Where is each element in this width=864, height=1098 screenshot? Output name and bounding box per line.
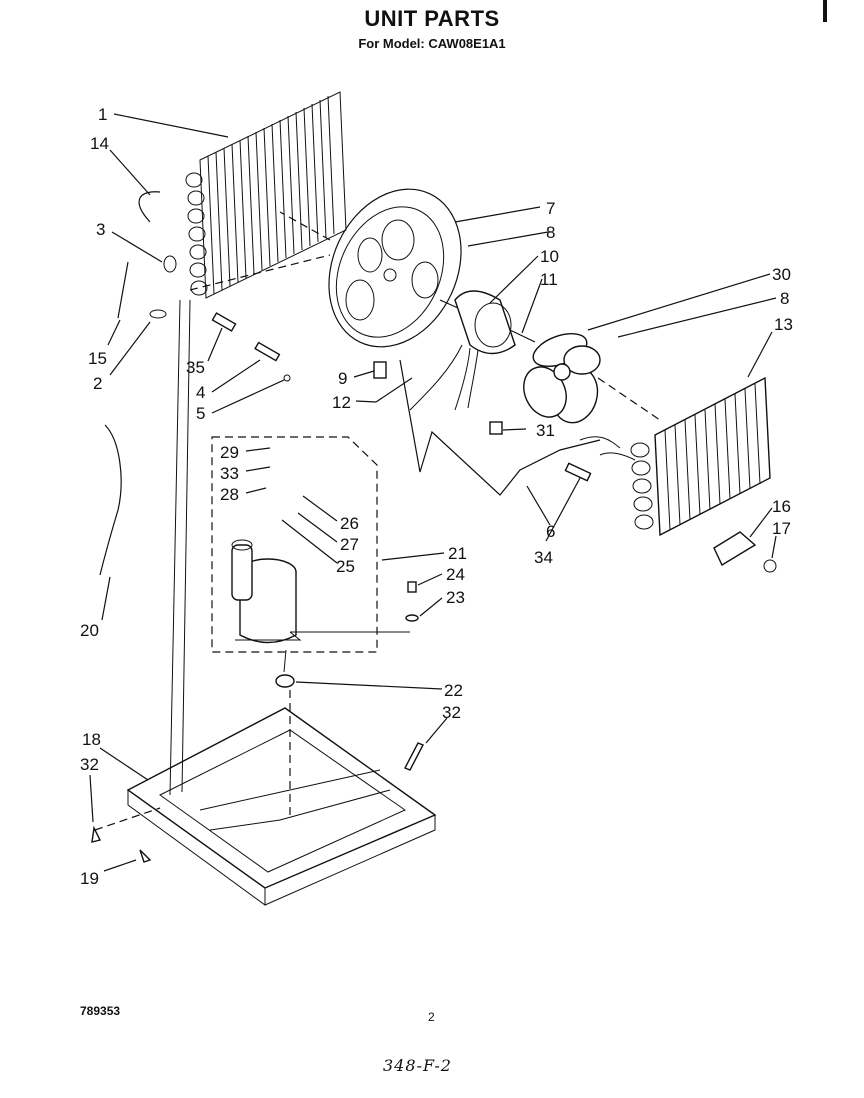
fan-shroud <box>328 188 462 348</box>
callout-29: 29 <box>220 443 239 462</box>
callout-35: 35 <box>186 358 205 377</box>
callout-1: 1 <box>98 105 107 124</box>
callout-6: 6 <box>546 522 555 541</box>
page-number: 2 <box>428 1010 435 1024</box>
callout-15: 15 <box>88 349 107 368</box>
callout-32-right: 32 <box>442 703 461 722</box>
callout-23: 23 <box>446 588 465 607</box>
callout-4: 4 <box>196 383 205 402</box>
page-title: UNIT PARTS <box>364 6 500 31</box>
callout-32-left: 32 <box>80 755 99 774</box>
compressor-group <box>211 436 410 653</box>
callout-13: 13 <box>774 315 793 334</box>
callout-5: 5 <box>196 404 205 423</box>
callout-22: 22 <box>444 681 463 700</box>
callout-20: 20 <box>80 621 99 640</box>
callout-26: 26 <box>340 514 359 533</box>
callout-30: 30 <box>772 265 791 284</box>
callout-11: 11 <box>540 270 558 289</box>
scan-edge-mark <box>823 0 827 22</box>
document-number: 789353 <box>80 1004 121 1018</box>
callout-12: 12 <box>332 393 351 412</box>
callout-2: 2 <box>93 374 102 393</box>
callout-27: 27 <box>340 535 359 554</box>
fan-motor <box>409 290 536 411</box>
leader-lines <box>89 113 777 872</box>
callout-16: 16 <box>772 497 791 516</box>
base-pan <box>126 674 437 906</box>
callout-10: 10 <box>540 247 559 266</box>
condenser-coil <box>185 91 347 299</box>
callout-34: 34 <box>534 548 553 567</box>
callout-labels: 1 14 3 15 2 35 4 5 7 8 10 11 30 8 13 9 1… <box>80 105 793 888</box>
callout-8-top: 8 <box>546 223 555 242</box>
evaporator-coil <box>579 376 771 537</box>
callout-17: 17 <box>772 519 791 538</box>
callout-21: 21 <box>448 544 467 563</box>
callout-24: 24 <box>446 565 465 584</box>
callout-28: 28 <box>220 485 239 504</box>
assembly-guide-lines <box>94 211 661 831</box>
callout-14: 14 <box>90 134 109 153</box>
handwritten-note: 348-F-2 <box>383 1056 452 1075</box>
callout-19: 19 <box>80 869 99 888</box>
callout-33: 33 <box>220 464 239 483</box>
callout-9: 9 <box>338 369 347 388</box>
callout-25: 25 <box>336 557 355 576</box>
refrigerant-tubing <box>399 359 601 496</box>
small-hardware <box>91 191 777 863</box>
callout-31: 31 <box>536 421 555 440</box>
callout-7: 7 <box>546 199 555 218</box>
callout-3: 3 <box>96 220 105 239</box>
callout-18: 18 <box>82 730 101 749</box>
fan-blade <box>523 333 601 424</box>
callout-8-right: 8 <box>780 289 789 308</box>
model-subtitle: For Model: CAW08E1A1 <box>358 36 506 51</box>
